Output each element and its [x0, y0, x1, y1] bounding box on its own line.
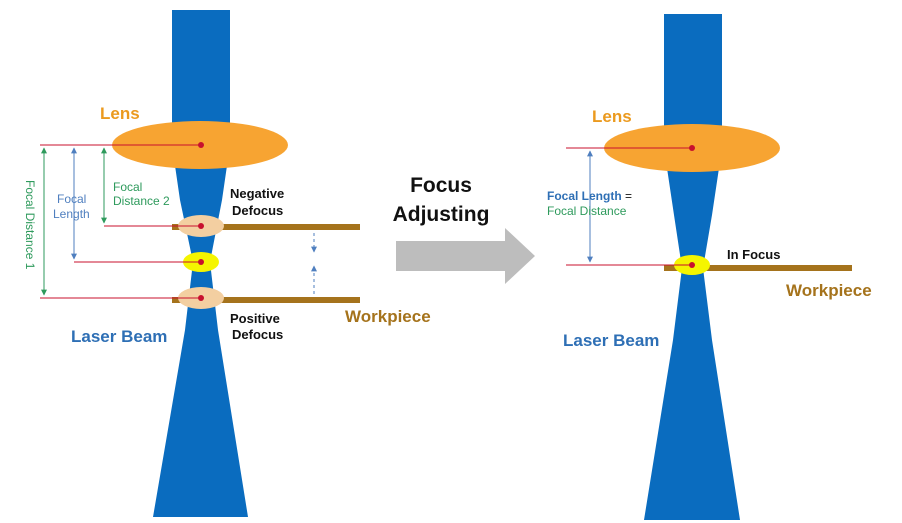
left-positive-defocus-line2: Defocus [232, 327, 283, 342]
left-dot-positive [198, 295, 204, 301]
left-workpiece-upper [172, 224, 360, 230]
right-panel: Lens Focal Length = Focal Distance In Fo… [547, 14, 872, 520]
left-workpiece-label: Workpiece [345, 307, 431, 326]
right-laser-beam-label: Laser Beam [563, 331, 659, 350]
left-negative-defocus-line2: Defocus [232, 203, 283, 218]
right-equals-text: = [622, 189, 632, 203]
right-in-focus-label: In Focus [727, 247, 780, 262]
right-focal-distance-label: Focal Distance [547, 204, 627, 218]
left-dot-focus [198, 259, 204, 265]
transition-arrow [396, 228, 535, 284]
left-focal-distance-2-line1: Focal [113, 180, 142, 194]
left-dot-negative [198, 223, 204, 229]
right-workpiece [664, 265, 852, 271]
left-dot-lens [198, 142, 204, 148]
right-lens-label: Lens [592, 107, 632, 126]
right-dot-lens [689, 145, 695, 151]
left-positive-defocus-line1: Positive [230, 311, 280, 326]
right-focal-length-text: Focal Length [547, 189, 622, 203]
left-laser-beam-label: Laser Beam [71, 327, 167, 346]
title-line2: Adjusting [393, 203, 490, 226]
left-focal-distance-1-label: Focal Distance 1 [23, 180, 37, 270]
center-transition: Focus Adjusting [393, 174, 535, 284]
left-negative-defocus-line1: Negative [230, 186, 284, 201]
title-line1: Focus [410, 174, 472, 197]
left-panel: Lens Negative Defocus Positive Defocus F… [23, 10, 431, 517]
right-workpiece-label: Workpiece [786, 281, 872, 300]
left-focal-length-line2: Length [53, 207, 90, 221]
left-focal-length-line1: Focal [57, 192, 86, 206]
left-lens-label: Lens [100, 104, 140, 123]
left-focal-distance-2-line2: Distance 2 [113, 194, 170, 208]
left-workpiece-lower [172, 297, 360, 303]
right-focal-length-eq-line1: Focal Length = [547, 189, 632, 203]
right-dot-focus [689, 262, 695, 268]
